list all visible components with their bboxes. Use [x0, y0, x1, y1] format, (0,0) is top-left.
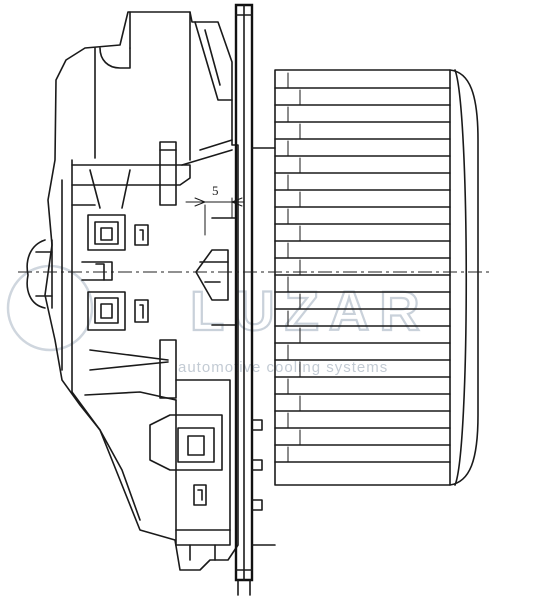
resistor-housing — [149, 379, 231, 561]
motor-housing — [44, 11, 239, 571]
connector-lower — [87, 291, 149, 331]
mounting-flange — [234, 3, 276, 596]
watermark-disc — [6, 264, 94, 352]
watermark-tagline: automotive cooling systems — [178, 359, 388, 376]
watermark-logo: LUZAR — [190, 279, 430, 342]
shaft-boss — [26, 239, 53, 309]
dimension-5: 5 — [185, 183, 245, 236]
wheel-vanes — [274, 72, 451, 463]
connector-upper — [81, 214, 149, 281]
blower-wheel — [274, 69, 479, 486]
watermark: LUZAR automotive cooling systems — [6, 264, 430, 376]
dimension-label: 5 — [212, 183, 219, 198]
